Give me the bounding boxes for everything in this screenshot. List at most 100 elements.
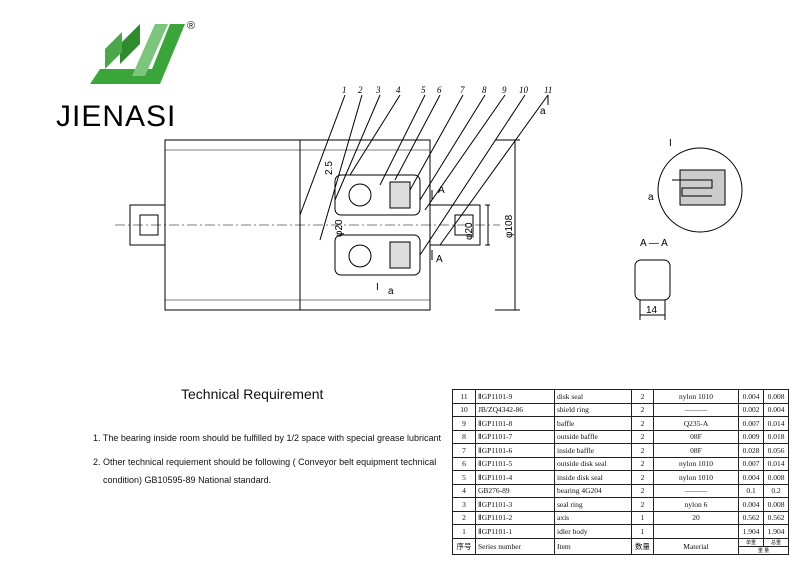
bom-cell-qty: 2 <box>631 456 654 471</box>
section-aa <box>634 259 671 301</box>
detail-circle <box>657 147 743 233</box>
bom-cell-material: 08F <box>653 429 739 444</box>
bom-cell-item: outside disk seal <box>554 456 632 471</box>
bearing-ball-bottom <box>348 244 372 268</box>
bom-cell-total: 0.014 <box>763 416 789 431</box>
bom-cell-total: 0.004 <box>763 402 789 417</box>
bom-cell-series: ⅡGP1101-3 <box>475 497 555 512</box>
header-material: Material <box>653 537 739 555</box>
bom-cell-qty: 2 <box>631 402 654 417</box>
bom-cell-qty: 2 <box>631 470 654 485</box>
header-series: Series number <box>475 537 555 555</box>
detail-mark-a: a <box>388 286 394 297</box>
brand-logo <box>60 14 210 134</box>
bom-cell-qty: 1 <box>631 510 654 525</box>
bom-cell-series: ⅡGP1101-9 <box>475 389 555 404</box>
bom-cell-unit: 0.007 <box>738 416 764 431</box>
dim-14: 14 <box>646 305 658 316</box>
balloon-5: 5 <box>421 85 426 95</box>
bom-cell-material: 20 <box>653 510 739 525</box>
bom-cell-material: ——— <box>653 483 739 498</box>
bom-cell-no: 1 <box>452 524 476 539</box>
header-weight: 重 量 <box>738 545 789 555</box>
bom-cell-no: 7 <box>452 443 476 458</box>
bom-cell-qty: 2 <box>631 497 654 512</box>
requirement-2: 2. Other technical requiement should be … <box>93 457 437 467</box>
bom-cell-no: 9 <box>452 416 476 431</box>
detail-ref-a: a <box>540 106 546 117</box>
brand-name: JIENASI <box>56 100 177 133</box>
bom-cell-unit: 0.007 <box>738 456 764 471</box>
header-no: 序号 <box>452 537 476 555</box>
header-unit-weight: 单重 <box>738 537 764 547</box>
dim-phi20-inner: φ20 <box>334 219 345 237</box>
bom-cell-series: GB276-89 <box>475 483 555 498</box>
dim-phi108: φ108 <box>504 214 515 238</box>
dim-phi20-shaft: φ20 <box>464 222 475 240</box>
bom-cell-item: seal ring <box>554 497 632 512</box>
bearing-ball-top <box>348 183 372 207</box>
section-mark-a-top: A <box>438 185 445 196</box>
bom-cell-no: 5 <box>452 470 476 485</box>
balloon-1: 1 <box>342 85 347 95</box>
bom-cell-item: shield ring <box>554 402 632 417</box>
detail-mark-i: I <box>376 282 379 293</box>
bom-cell-total: 0.018 <box>763 429 789 444</box>
bom-cell-material: nylon 6 <box>653 497 739 512</box>
balloon-3: 3 <box>375 85 381 95</box>
bom-cell-no: 6 <box>452 456 476 471</box>
bom-cell-series: ⅡGP1101-5 <box>475 456 555 471</box>
bom-cell-unit: 0.028 <box>738 443 764 458</box>
bom-cell-item: outside baffle <box>554 429 632 444</box>
bom-cell-series: ⅡGP1101-7 <box>475 429 555 444</box>
bom-cell-no: 2 <box>452 510 476 525</box>
header-qty: 数量 <box>631 537 654 555</box>
bom-cell-unit: 0.002 <box>738 402 764 417</box>
balloon-7: 7 <box>460 85 465 95</box>
bom-cell-total: 0.2 <box>763 483 789 498</box>
bom-cell-series: ⅡGP1101-2 <box>475 510 555 525</box>
bom-cell-unit: 0.004 <box>738 470 764 485</box>
bom-cell-no: 3 <box>452 497 476 512</box>
balloon-8: 8 <box>482 85 487 95</box>
technical-requirement-title: Technical Requirement <box>181 386 324 402</box>
bom-cell-qty: 2 <box>631 416 654 431</box>
bom-cell-series: ⅡGP1101-1 <box>475 524 555 539</box>
bom-cell-qty: 2 <box>631 429 654 444</box>
bom-cell-unit: 0.009 <box>738 429 764 444</box>
balloon-4: 4 <box>396 85 401 95</box>
bom-cell-unit: 0.562 <box>738 510 764 525</box>
bom-cell-total: 0.014 <box>763 456 789 471</box>
bom-cell-no: 4 <box>452 483 476 498</box>
detail-label-a: a <box>648 192 654 203</box>
requirement-2-cont: condition) GB10595-89 National standard. <box>103 475 272 485</box>
bom-cell-material <box>653 524 739 539</box>
bom-cell-material: nylon 1010 <box>653 456 739 471</box>
bom-cell-series: JB/ZQ4342-86 <box>475 402 555 417</box>
registered-mark: ® <box>187 20 196 32</box>
bom-cell-series: ⅡGP1101-6 <box>475 443 555 458</box>
balloon-9: 9 <box>502 85 507 95</box>
bom-cell-material: 08F <box>653 443 739 458</box>
bom-cell-unit: 0.1 <box>738 483 764 498</box>
bom-cell-total: 0.008 <box>763 497 789 512</box>
bom-cell-series: ⅡGP1101-4 <box>475 470 555 485</box>
bom-cell-item: baffle <box>554 416 632 431</box>
bom-cell-material: nylon 1010 <box>653 470 739 485</box>
bom-cell-unit: 0.004 <box>738 497 764 512</box>
bom-cell-item: idler body <box>554 524 632 539</box>
bom-cell-item: axis <box>554 510 632 525</box>
requirement-1: 1. The bearing inside room should be ful… <box>93 433 442 443</box>
bom-cell-total: 0.008 <box>763 470 789 485</box>
bom-cell-no: 8 <box>452 429 476 444</box>
detail-title: I <box>669 138 672 149</box>
bom-cell-unit: 0.004 <box>738 389 764 404</box>
